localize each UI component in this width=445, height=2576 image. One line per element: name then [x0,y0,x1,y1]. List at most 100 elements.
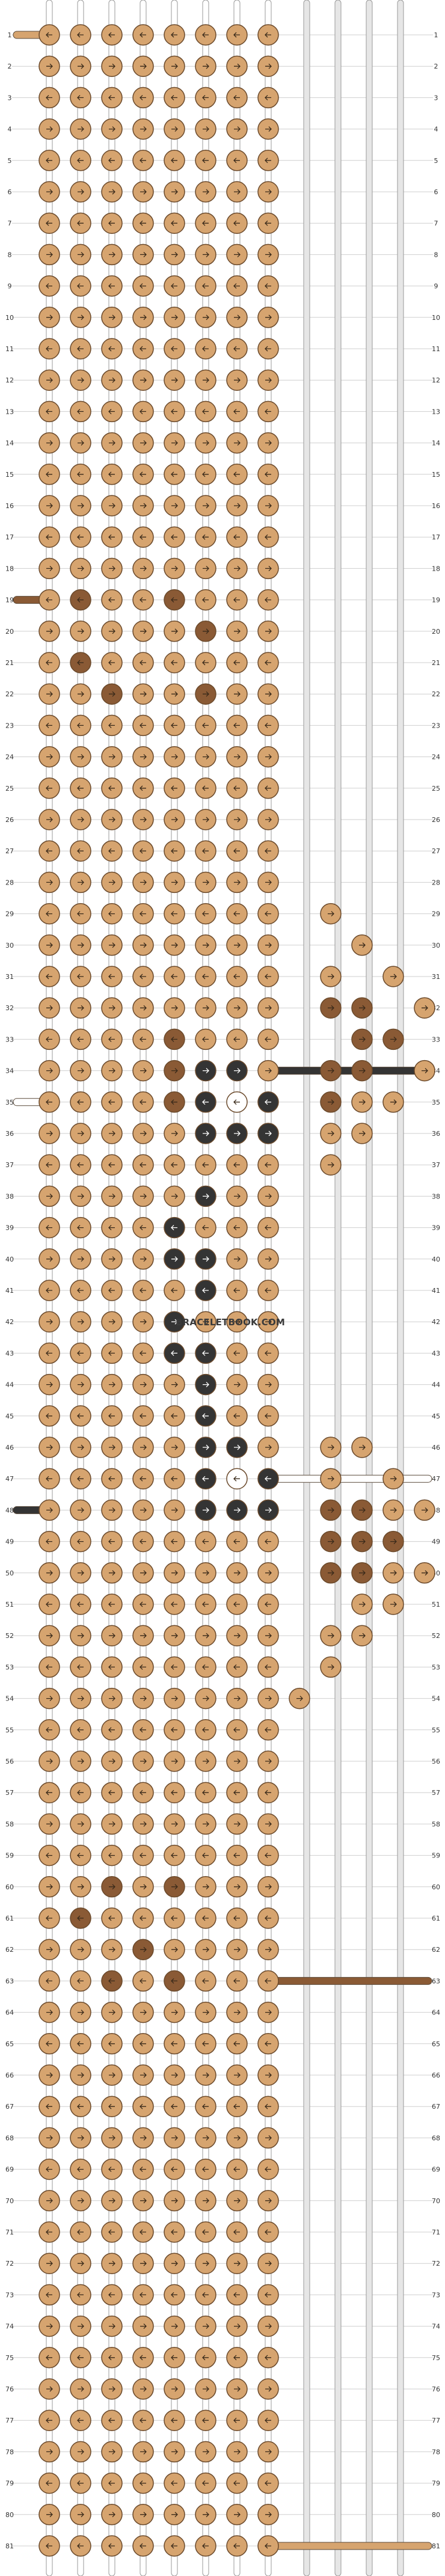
knot-arrow-icon [233,2167,240,2173]
knot-arrow-icon [171,1068,178,1074]
row-number-left: 24 [5,753,14,761]
knot-arrow-icon [78,691,84,697]
knot-arrow-icon [390,1570,397,1576]
knot-arrow-icon [203,1444,209,1450]
knot-arrow-icon [171,597,177,603]
knot-arrow-icon [202,2041,209,2047]
knot-arrow-icon [202,1225,209,1231]
row-number-left: 20 [5,628,14,636]
row-number-right: 27 [432,847,440,855]
row-number-right: 42 [432,1318,440,1326]
knot-arrow-icon [46,691,53,697]
knot-arrow-icon [233,1727,240,1733]
knot-arrow-icon [140,1036,146,1042]
knot-arrow-icon [265,1789,271,1796]
knot-arrow-icon [78,1946,84,1952]
knot-arrow-icon [265,1476,271,1482]
row-number-right: 14 [432,440,440,447]
knot-arrow-icon [234,1193,241,1199]
row-number-left: 17 [5,533,14,541]
knot-arrow-icon [108,2103,115,2109]
knot-arrow-icon [109,1821,115,1827]
row-number-right: 35 [432,1099,440,1106]
knot-arrow-icon [171,63,178,69]
knot-arrow-icon [140,1256,147,1262]
row-number-right: 59 [432,1852,440,1860]
knot-arrow-icon [328,1476,334,1482]
knot-arrow-icon [359,1099,366,1105]
knot-arrow-icon [265,2323,272,2329]
knot-arrow-icon [46,189,53,195]
knot-arrow-icon [140,597,146,603]
knot-arrow-icon [265,1570,272,1576]
knot-arrow-icon [328,974,334,980]
knot-arrow-icon [233,597,240,603]
knot-arrow-icon [265,1319,272,1325]
knot-arrow-icon [46,1130,53,1136]
side-thread-right [268,1976,432,1985]
knot-arrow-icon [140,377,147,383]
side-thread-right [268,1067,432,1075]
knot-arrow-icon [265,691,272,697]
knot-arrow-icon [108,2543,115,2549]
knot-arrow-icon [108,848,115,854]
knot-arrow-icon [265,503,272,509]
row-number-left: 22 [5,690,14,698]
knot-arrow-icon [265,1946,272,1952]
knot-arrow-icon [328,1162,334,1168]
knot-arrow-icon [203,126,209,132]
row-number-right: 23 [432,722,440,729]
knot-arrow-icon [140,942,147,948]
knot-arrow-icon [171,408,177,414]
knot-arrow-icon [108,471,115,477]
row-number-left: 26 [5,816,14,824]
knot-arrow-icon [171,1476,177,1482]
knot-arrow-icon [203,817,209,823]
row-number-right: 25 [432,785,440,793]
row-number-left: 56 [5,1758,14,1765]
knot-arrow-icon [171,251,178,257]
row-number-right: 43 [432,1349,440,1357]
knot-arrow-icon [140,754,147,760]
knot-arrow-icon [140,1444,147,1450]
knot-arrow-icon [203,1382,209,1388]
knot-arrow-icon [171,2543,177,2549]
row-number-left: 68 [5,2134,14,2142]
knot-arrow-icon [234,879,241,885]
knot-arrow-icon [265,2449,272,2455]
row-number-left: 36 [5,1130,14,1138]
knot-arrow-icon [140,565,147,571]
knot-arrow-icon [77,1413,84,1419]
knot-arrow-icon [140,2449,147,2455]
knot-arrow-icon [202,2167,209,2173]
knot-arrow-icon [234,126,241,132]
knot-arrow-icon [171,2198,178,2204]
row-number-left: 21 [5,659,14,667]
knot-arrow-icon [359,1444,366,1450]
row-number-left: 7 [8,219,12,227]
knot-arrow-icon [46,1350,52,1356]
knot-arrow-icon [265,2229,271,2235]
knot-arrow-icon [46,1193,53,1199]
knot-arrow-icon [140,2072,147,2078]
knot-arrow-icon [233,722,240,728]
knot-arrow-icon [140,283,146,289]
knot-arrow-icon [171,754,178,760]
knot-arrow-icon [359,1068,366,1074]
knot-arrow-icon [140,1758,147,1764]
knot-arrow-icon [234,2386,241,2392]
row-number-right: 16 [432,502,440,510]
knot-arrow-icon [46,974,52,980]
row-number-right: 38 [432,1192,440,1200]
knot-arrow-icon [46,628,53,634]
knot-arrow-icon [203,942,209,948]
knot-arrow-icon [46,597,52,603]
knot-arrow-icon [77,1789,84,1796]
knot-arrow-icon [78,2386,84,2392]
knot-arrow-icon [140,1570,147,1576]
knot-arrow-icon [108,1727,115,1733]
knot-arrow-icon [233,1601,240,1607]
row-number-left: 41 [5,1287,14,1295]
knot-arrow-icon [140,2229,146,2235]
knot-arrow-icon [46,534,52,540]
